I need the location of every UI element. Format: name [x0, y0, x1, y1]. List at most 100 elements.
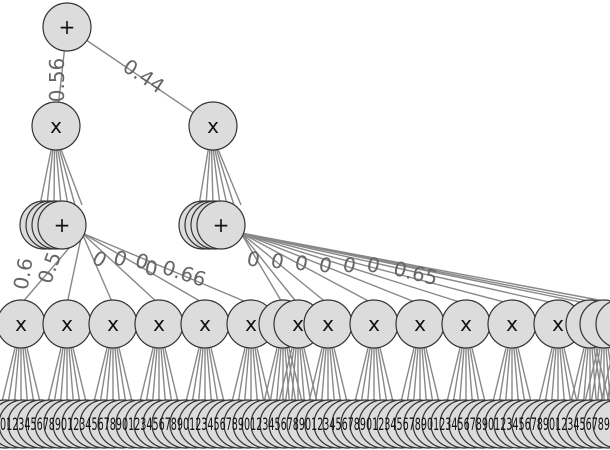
edge-label-fragment: 0 — [245, 246, 262, 272]
level3-node: x — [595, 301, 610, 347]
edge-l2-l3 — [240, 232, 467, 305]
edge-l3-leaf — [162, 347, 174, 411]
edge-l2-l3 — [81, 232, 206, 305]
nodes-layer: +xx++xxxxxxxxxxxxxxxxx — [0, 2, 610, 349]
level3-node: x — [42, 299, 92, 349]
level3-node-label: x — [414, 312, 426, 336]
edge-l1-l2 — [39, 147, 53, 206]
edge-l2-l3 — [240, 232, 375, 305]
leaf-row-label: 0123456789012345678901234567890123456789… — [0, 415, 610, 435]
edge-l1-l2 — [55, 147, 62, 206]
edge-label-left-mid: 0.66 — [159, 255, 209, 292]
edge-l1-l2 — [215, 147, 235, 206]
level3-node: x — [0, 299, 46, 349]
level2-node-label: + — [213, 213, 230, 237]
edge-l3-leaf — [423, 347, 435, 411]
edge-label-fragment: 0 — [365, 252, 382, 278]
edge-label-fragment: 0 — [143, 255, 160, 281]
edge-label-fragment: 0 — [110, 245, 130, 272]
edge-label-right-mid: 0.65 — [391, 256, 440, 290]
edge-l3-leaf — [582, 347, 599, 411]
level1-node-label: x — [207, 114, 219, 138]
edge-l3-leaf — [412, 347, 419, 411]
edge-l1-l2 — [216, 147, 242, 206]
level3-node-label: x — [153, 312, 165, 336]
edge-l3-leaf — [276, 347, 293, 411]
level3-node: x — [88, 299, 138, 349]
leaf-node — [592, 400, 610, 448]
level3-node: x — [441, 299, 491, 349]
edge-l3-leaf — [469, 347, 481, 411]
edge-l1-l2 — [56, 147, 69, 206]
level3-node-label: x — [292, 312, 304, 336]
level3-node: x — [303, 299, 353, 349]
edge-label-fragment: 0.6 — [9, 256, 38, 291]
edge-l2-l3 — [81, 232, 252, 305]
root-node: + — [42, 2, 92, 52]
leaf-row: 0123456789012345678901234567890123456789… — [0, 399, 610, 449]
edge-l3-leaf — [563, 347, 580, 411]
level1-node: x — [31, 101, 81, 151]
edge-l1-l2 — [198, 147, 210, 206]
level3-node: x — [487, 299, 537, 349]
level3-node: x — [395, 299, 445, 349]
edge-l2-l3 — [240, 232, 329, 305]
edge-l3-leaf — [68, 347, 75, 411]
level3-node-label: x — [107, 312, 119, 336]
edge-l3-leaf — [151, 347, 158, 411]
edge-label-fragment: 0 — [317, 252, 334, 278]
edge-l2-l3 — [240, 232, 559, 305]
edge-label-fragment: 0 — [88, 245, 111, 272]
level1-node-label: x — [50, 114, 62, 138]
edge-label-fragment: 0 — [341, 252, 358, 278]
level3-node-label: x — [322, 312, 334, 336]
edge-l3-leaf — [268, 347, 280, 411]
edge-l2-l3 — [240, 232, 513, 305]
edges-layer — [0, 26, 610, 411]
edge-root-right — [66, 26, 214, 127]
edge-label-fragment: 0 — [269, 248, 286, 274]
level2-node-label: + — [54, 213, 71, 237]
edge-label-fragment: 0 — [293, 250, 310, 276]
root-node-label: + — [59, 15, 76, 39]
edge-l2-l3 — [66, 232, 83, 305]
edge-l3-leaf — [22, 347, 29, 411]
edge-l3-leaf — [284, 347, 291, 411]
edge-l2-l3 — [240, 232, 610, 303]
edge-l2-l3 — [81, 232, 160, 305]
edge-l2-l3 — [240, 232, 299, 305]
level3-node-label: x — [61, 312, 73, 336]
edge-l3-leaf — [208, 347, 220, 411]
edge-l3-leaf — [6, 347, 18, 411]
level3-node: x — [180, 299, 230, 349]
level3-node: x — [134, 299, 184, 349]
level3-node-label: x — [460, 312, 472, 336]
level2-stack-circle — [37, 200, 87, 250]
level3-node: x — [349, 299, 399, 349]
level2-stack-circle — [196, 200, 246, 250]
level3-node-label: x — [552, 312, 564, 336]
edge-l1-l2 — [53, 147, 56, 206]
level3-node-label: x — [368, 312, 380, 336]
edge-l2-l3 — [81, 232, 114, 305]
edge-l3-leaf — [605, 347, 610, 407]
level3-node-label: x — [15, 312, 27, 336]
edge-l3-leaf — [197, 347, 204, 411]
edge-label-root-left: 0.56 — [45, 58, 69, 103]
edge-l1-l2 — [212, 147, 221, 206]
edge-l1-l2 — [213, 147, 228, 206]
edge-l1-l2 — [210, 147, 214, 206]
edge-l3-leaf — [52, 347, 64, 411]
level1-node: x — [188, 101, 238, 151]
edge-l2-l3 — [240, 232, 284, 305]
level3-node-label: x — [199, 312, 211, 336]
edge-l2-l3 — [240, 232, 421, 305]
edge-l1-l2 — [59, 147, 83, 206]
level3-node-label: x — [245, 312, 257, 336]
edge-l3-leaf — [458, 347, 465, 411]
edge-l1-l2 — [205, 147, 211, 206]
edge-l3-leaf — [329, 347, 336, 411]
edge-l1-l2 — [46, 147, 54, 206]
